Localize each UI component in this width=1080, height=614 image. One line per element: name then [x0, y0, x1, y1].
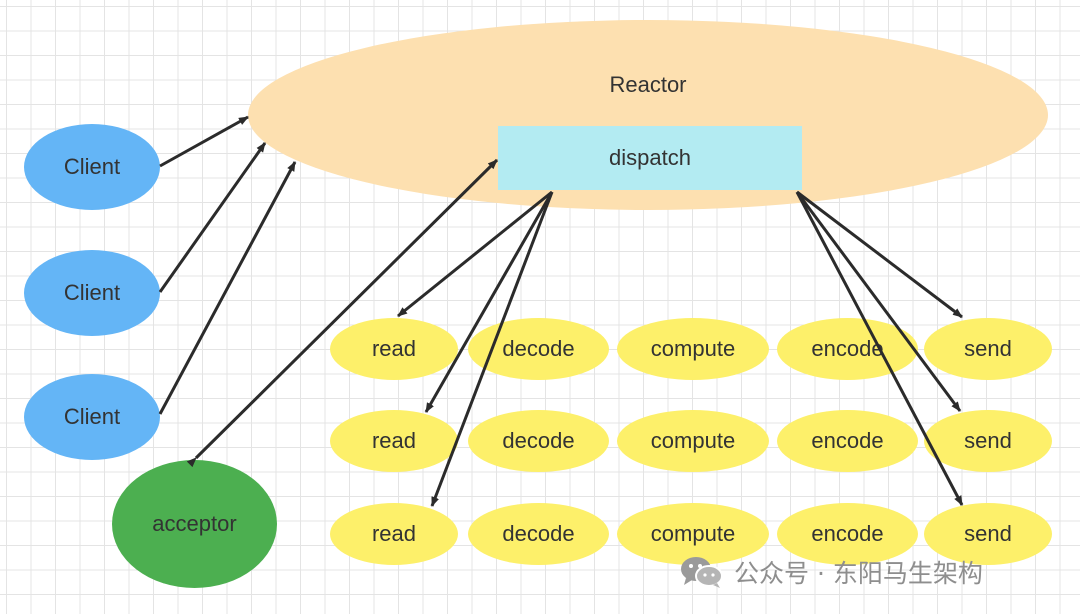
- send-task-node: send: [924, 410, 1052, 472]
- client-node-3: Client: [24, 374, 160, 460]
- encode-task-node: encode: [777, 318, 918, 380]
- encode-task-node: encode: [777, 410, 918, 472]
- watermark-text: 公众号 · 东阳马生架构: [734, 559, 983, 588]
- arrow-dispatch-to-read-3: [430, 191, 554, 507]
- compute-task-node: compute: [617, 503, 769, 565]
- dispatch-node: dispatch: [498, 126, 802, 190]
- compute-task-node: compute: [617, 410, 769, 472]
- encode-task-node: encode: [777, 503, 918, 565]
- arrow-dispatch-to-send-2: [795, 191, 962, 412]
- arrow-client3-to-reactor: [158, 161, 297, 415]
- read-task-node: read: [330, 503, 458, 565]
- client-node-2: Client: [24, 250, 160, 336]
- arrow-dispatch-to-read-1: [397, 190, 553, 318]
- acceptor-node: acceptor: [112, 460, 277, 588]
- send-task-node: send: [924, 503, 1052, 565]
- arrow-dispatch-to-send-1: [796, 190, 963, 319]
- watermark: 公众号 · 东阳马生架构: [680, 554, 983, 590]
- send-task-node: send: [924, 318, 1052, 380]
- arrow-dispatch-acceptor: [186, 158, 499, 468]
- decode-task-node: decode: [468, 503, 609, 565]
- arrow-dispatch-to-read-2: [424, 191, 554, 413]
- compute-task-node: compute: [617, 318, 769, 380]
- client-node-1: Client: [24, 124, 160, 210]
- wechat-icon: [681, 557, 723, 588]
- arrow-client1-to-reactor: [159, 115, 249, 168]
- reactor-label: Reactor: [609, 72, 687, 97]
- arrow-client2-to-reactor: [158, 142, 267, 293]
- arrow-dispatch-to-send-3: [795, 191, 964, 506]
